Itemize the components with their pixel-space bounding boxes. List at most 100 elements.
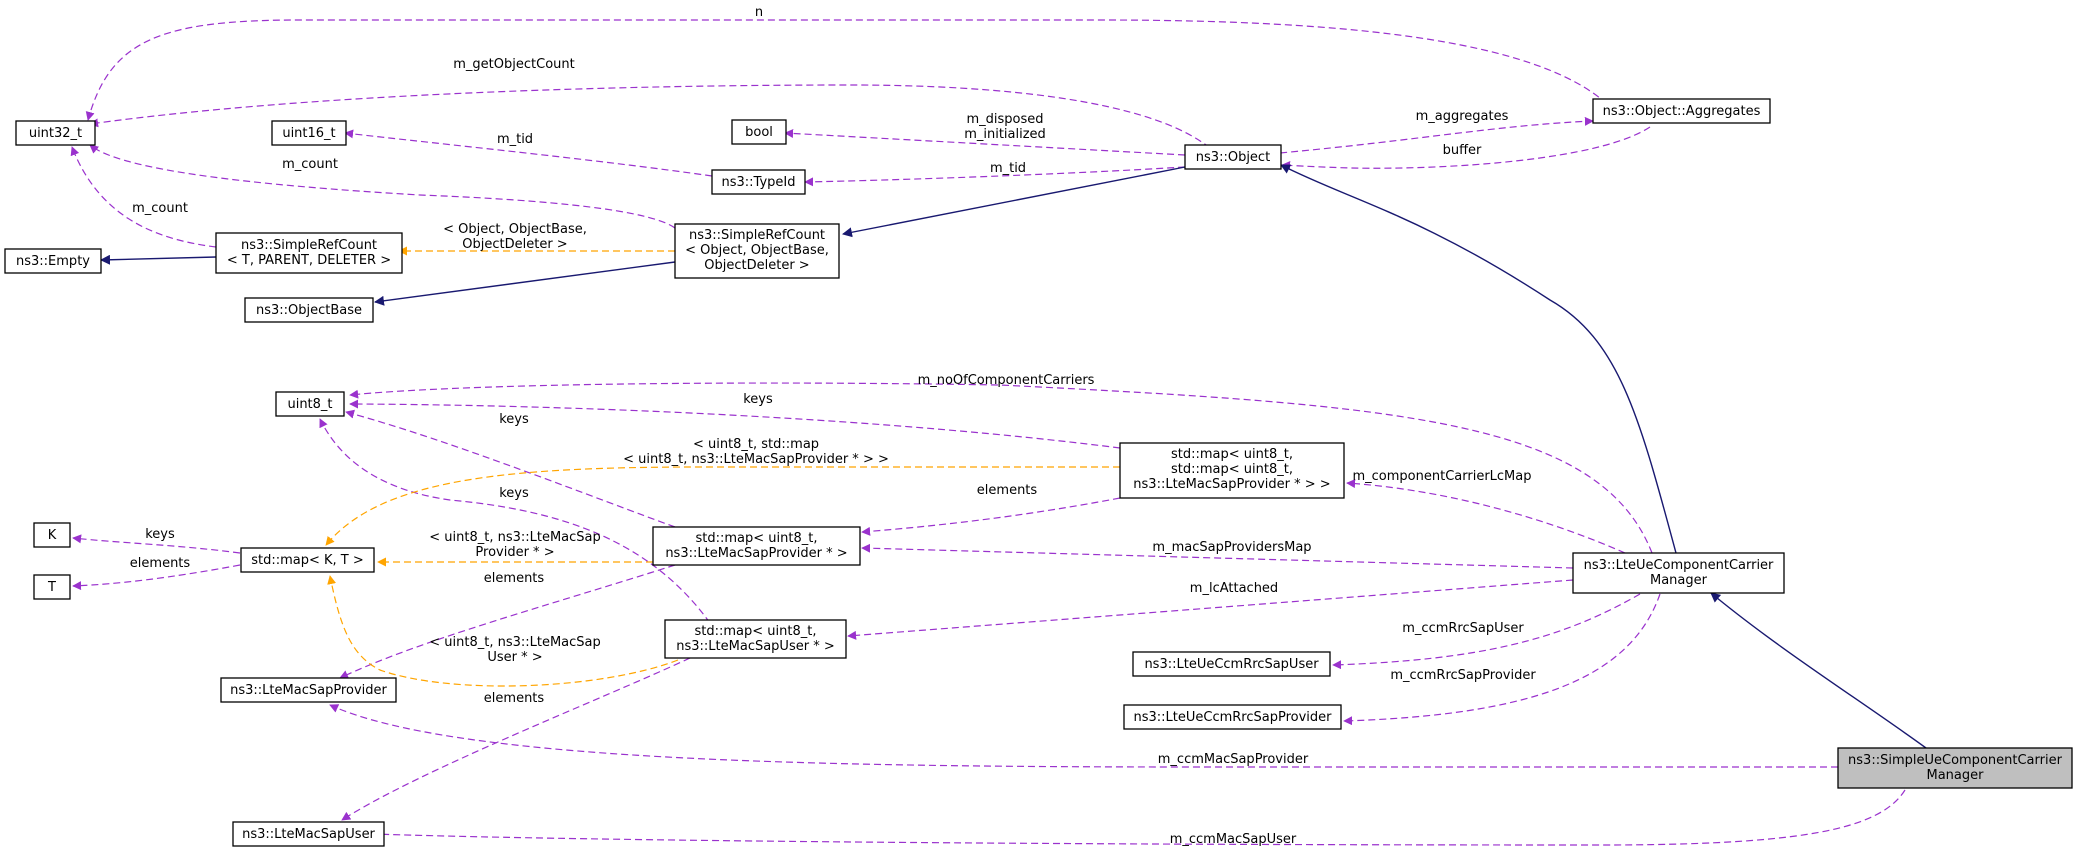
- text-line: ns3::SimpleRefCount: [241, 238, 377, 253]
- class-node-typeid[interactable]: ns3::TypeId: [711, 169, 806, 195]
- svg-text:std::map< uint8_t,ns3::LteMacS: std::map< uint8_t,ns3::LteMacSapProvider…: [665, 531, 847, 561]
- text-line: uint16_t: [282, 126, 335, 141]
- edge-label-m-ccmmacsapuser: m_ccmMacSapUser: [1170, 832, 1297, 847]
- edge-m-ccmmacsapuser: [374, 789, 1906, 846]
- text-line: ns3::Object: [1196, 150, 1270, 165]
- text-line: K: [48, 528, 57, 543]
- text-line: ns3::SimpleRefCount: [689, 228, 825, 243]
- edge-m-noofcomponentcarriers: [349, 382, 1653, 554]
- svg-text:ns3::Object::Aggregates: ns3::Object::Aggregates: [1603, 104, 1761, 119]
- class-node-ltemacsapuser[interactable]: ns3::LteMacSapUser: [232, 821, 385, 847]
- class-node-object[interactable]: ns3::Object: [1184, 144, 1282, 170]
- edge-label-keys-k: keys: [145, 527, 175, 542]
- edge-inherit-empty: [100, 254, 217, 265]
- text-line: m_count: [132, 201, 188, 216]
- edge-n: [85, 19, 1616, 121]
- edge-m-lcattached: [847, 579, 1574, 640]
- class-node-stdmap-k-t[interactable]: std::map< K, T >: [240, 547, 375, 573]
- class-node-ltemacsapprovider[interactable]: ns3::LteMacSapProvider: [220, 677, 397, 703]
- edge-m-disposed: [784, 128, 1186, 156]
- svg-text:ns3::LteMacSapUser: ns3::LteMacSapUser: [242, 827, 375, 842]
- text-line: keys: [499, 412, 529, 427]
- svg-text:ns3::TypeId: ns3::TypeId: [722, 175, 796, 190]
- class-node-empty[interactable]: ns3::Empty: [4, 248, 102, 274]
- edge-label-buffer: buffer: [1443, 143, 1482, 158]
- text-line: m_ccmRrcSapProvider: [1390, 668, 1536, 683]
- text-line: n: [755, 5, 763, 20]
- edge-m-aggregates: [1279, 116, 1594, 154]
- class-node-aggregates[interactable]: ns3::Object::Aggregates: [1592, 98, 1771, 124]
- text-line: ObjectDeleter >: [462, 237, 567, 252]
- text-line: uint8_t: [287, 397, 332, 412]
- class-node-simplerefcount-object[interactable]: ns3::SimpleRefCount< Object, ObjectBase,…: [674, 223, 840, 279]
- text-line: < uint8_t, ns3::LteMacSap: [429, 530, 601, 545]
- edge-inherit-ccm-manager: [1710, 592, 1927, 749]
- edge-keys-provider: [345, 409, 676, 528]
- edge-m-macsapprovidersmap: [861, 543, 1574, 569]
- class-node-uint32-t[interactable]: uint32_t: [15, 120, 96, 146]
- text-line: < T, PARENT, DELETER >: [227, 253, 391, 268]
- edge-elements-t: [72, 564, 241, 591]
- class-node-k[interactable]: K: [33, 522, 71, 548]
- class-node-objectbase[interactable]: ns3::ObjectBase: [244, 297, 374, 323]
- text-line: ns3::LteUeCcmRrcSapProvider: [1133, 710, 1332, 725]
- class-node-lteueccmrrcsapprovider[interactable]: ns3::LteUeCcmRrcSapProvider: [1123, 704, 1342, 730]
- text-line: ns3::LteUeCcmRrcSapUser: [1144, 657, 1319, 672]
- class-node-t[interactable]: T: [33, 574, 71, 600]
- edge-label-elements-user: elements: [484, 691, 545, 706]
- svg-text:ns3::ObjectBase: ns3::ObjectBase: [256, 303, 362, 318]
- class-node-uint16-t[interactable]: uint16_t: [271, 120, 347, 146]
- edge-label-n: n: [755, 5, 763, 20]
- text-line: m_componentCarrierLcMap: [1353, 469, 1532, 484]
- class-node-stdmap-provider[interactable]: std::map< uint8_t,ns3::LteMacSapProvider…: [652, 526, 861, 566]
- text-line: ns3::TypeId: [722, 175, 796, 190]
- text-line: ns3::LteUeComponentCarrier: [1584, 558, 1774, 573]
- edge-label-m-ccmrrcsapprovider: m_ccmRrcSapProvider: [1390, 668, 1536, 683]
- edge-label-keys-provider: keys: [499, 412, 529, 427]
- edge-inherit-objectbase: [374, 261, 676, 306]
- text-line: keys: [145, 527, 175, 542]
- edge-keys-nested: [349, 399, 1121, 449]
- text-line: ns3::SimpleUeComponentCarrier: [1848, 753, 2063, 768]
- edge-label-m-count-object: m_count: [282, 157, 338, 172]
- class-node-uint8-t[interactable]: uint8_t: [275, 391, 345, 417]
- svg-text:uint8_t: uint8_t: [287, 397, 332, 412]
- edge-label-m-aggregates: m_aggregates: [1416, 109, 1509, 124]
- text-line: ns3::LteMacSapProvider: [230, 683, 387, 698]
- text-line: std::map< K, T >: [251, 553, 364, 568]
- text-line: elements: [484, 571, 545, 586]
- edge-m-ccmrrcsapprovider: [1343, 593, 1661, 726]
- svg-text:std::map< uint8_t,std::map< ui: std::map< uint8_t,std::map< uint8_t,ns3:…: [1133, 447, 1330, 492]
- class-node-simplerefcount-template[interactable]: ns3::SimpleRefCount< T, PARENT, DELETER …: [215, 232, 403, 274]
- edge-label-m-noofcomponentcarriers: m_noOfComponentCarriers: [918, 373, 1095, 388]
- edge-label-keys-user: keys: [499, 486, 529, 501]
- svg-text:K: K: [48, 528, 57, 543]
- edge-keys-k: [72, 534, 241, 554]
- text-line: m_aggregates: [1416, 109, 1509, 124]
- edge-m-componentcarrierlcmap: [1346, 479, 1626, 554]
- svg-text:ns3::SimpleRefCount< T, PARENT: ns3::SimpleRefCount< T, PARENT, DELETER …: [227, 238, 391, 268]
- class-node-stdmap-user[interactable]: std::map< uint8_t,ns3::LteMacSapUser * >: [664, 619, 847, 659]
- class-node-stdmap-nested[interactable]: std::map< uint8_t,std::map< uint8_t,ns3:…: [1119, 442, 1345, 499]
- edge-label-m-macsapprovidersmap: m_macSapProvidersMap: [1152, 540, 1311, 555]
- class-node-lteueccmrrcsapuser[interactable]: ns3::LteUeCcmRrcSapUser: [1132, 651, 1331, 677]
- svg-text:T: T: [47, 580, 56, 595]
- edge-label-m-componentcarrierlcmap: m_componentCarrierLcMap: [1353, 469, 1532, 484]
- edge-m-count-template: [70, 146, 217, 248]
- text-line: Manager: [1927, 768, 1985, 783]
- text-line: m_tid: [497, 132, 533, 147]
- svg-text:ns3::SimpleRefCount< Object, O: ns3::SimpleRefCount< Object, ObjectBase,…: [685, 228, 829, 273]
- text-line: T: [47, 580, 56, 595]
- text-line: ns3::Empty: [16, 254, 90, 269]
- text-line: m_macSapProvidersMap: [1152, 540, 1311, 555]
- svg-text:ns3::Object: ns3::Object: [1196, 150, 1270, 165]
- text-line: User * >: [487, 650, 542, 665]
- nodes: uint32_t uint16_t bool ns3::TypeId ns3::…: [4, 98, 2073, 847]
- class-node-bool[interactable]: bool: [731, 119, 787, 145]
- edge-keys-user: [319, 418, 711, 624]
